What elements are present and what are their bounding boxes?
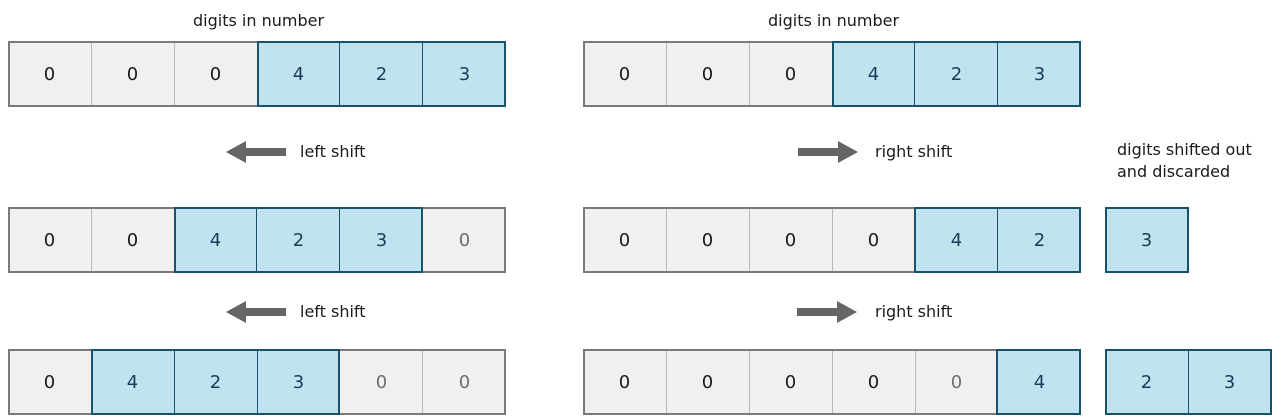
digit-cell-highlighted: 4 (915, 207, 998, 273)
cell-divider (749, 43, 750, 105)
digit-cell-highlighted: 2 (915, 41, 998, 107)
digit-cell: 0 (666, 207, 749, 273)
digit-cell-highlighted: 4 (174, 207, 257, 273)
digit-cell-highlighted: 2 (340, 41, 423, 107)
cell-divider (91, 43, 92, 105)
digit-cell: 0 (583, 349, 666, 415)
cell-divider (997, 43, 998, 105)
digit-cell: 0 (8, 207, 91, 273)
digit-cell-padding: 0 (340, 349, 423, 415)
cell-divider (666, 351, 667, 413)
digit-cell: 0 (749, 207, 832, 273)
cell-divider (256, 209, 257, 271)
left-arrow-icon (226, 301, 286, 323)
discard-note-line-1: digits shifted out (1117, 140, 1252, 159)
digit-cell-highlighted: 2 (257, 207, 340, 273)
digit-cell-highlighted: 2 (174, 349, 257, 415)
discard-note-line-2: and discarded (1117, 162, 1231, 181)
left-shift-label-1: left shift (300, 142, 366, 161)
digit-cell-highlighted: 3 (257, 349, 340, 415)
cell-divider (257, 351, 258, 413)
cell-divider (174, 351, 175, 413)
right-title: digits in number (768, 11, 900, 30)
digit-cell-highlighted: 4 (832, 41, 915, 107)
right-arrow-icon (797, 301, 857, 323)
right-row-1: 0 0 0 4 2 3 (583, 41, 1081, 107)
digit-cell: 0 (666, 349, 749, 415)
digit-cell: 0 (91, 207, 174, 273)
digit-cell: 0 (174, 41, 257, 107)
right-shift-label-1: right shift (875, 142, 953, 161)
digit-cell: 0 (8, 349, 91, 415)
discarded-digits-1: 3 (1105, 207, 1188, 273)
cell-divider (832, 209, 833, 271)
digit-cell: 0 (832, 207, 915, 273)
cell-divider (422, 351, 423, 413)
digit-cell-padding: 0 (915, 349, 998, 415)
digit-cell-highlighted: 3 (340, 207, 423, 273)
digit-cell-highlighted: 4 (91, 349, 174, 415)
cell-divider (91, 209, 92, 271)
digit-cell: 0 (583, 41, 666, 107)
discarded-digit-cell: 3 (1188, 349, 1271, 415)
cell-divider (422, 43, 423, 105)
cell-divider (1188, 351, 1189, 413)
discard-note: digits shifted out and discarded (1117, 139, 1252, 183)
digit-cell-highlighted: 3 (423, 41, 506, 107)
digit-cell: 0 (8, 41, 91, 107)
digit-cell: 0 (666, 41, 749, 107)
cell-divider (339, 209, 340, 271)
cell-divider (915, 351, 916, 413)
right-row-3: 0 0 0 0 0 4 (583, 349, 1081, 415)
digit-cell-padding: 0 (423, 207, 506, 273)
right-row-2: 0 0 0 0 4 2 (583, 207, 1081, 273)
cell-divider (339, 43, 340, 105)
cell-divider (174, 43, 175, 105)
cell-divider (832, 351, 833, 413)
left-arrow-icon (226, 141, 286, 163)
left-row-1: 0 0 0 4 2 3 (8, 41, 506, 107)
cell-divider (997, 209, 998, 271)
right-arrow-icon (798, 141, 858, 163)
left-title: digits in number (193, 11, 325, 30)
left-row-3: 0 4 2 3 0 0 (8, 349, 506, 415)
cell-divider (666, 43, 667, 105)
digit-cell: 0 (749, 41, 832, 107)
discarded-digit-cell: 2 (1105, 349, 1188, 415)
digit-cell: 0 (91, 41, 174, 107)
digit-cell-highlighted: 2 (998, 207, 1081, 273)
digit-cell-padding: 0 (423, 349, 506, 415)
cell-divider (914, 43, 915, 105)
digit-cell-highlighted: 4 (257, 41, 340, 107)
left-row-2: 0 0 4 2 3 0 (8, 207, 506, 273)
cell-divider (666, 209, 667, 271)
digit-cell: 0 (832, 349, 915, 415)
digit-cell-highlighted: 4 (998, 349, 1081, 415)
digit-cell: 0 (749, 349, 832, 415)
discarded-digit-cell: 3 (1105, 207, 1188, 273)
left-shift-label-2: left shift (300, 302, 366, 321)
digit-cell: 0 (583, 207, 666, 273)
digit-cell-highlighted: 3 (998, 41, 1081, 107)
cell-divider (749, 351, 750, 413)
cell-divider (749, 209, 750, 271)
discarded-digits-2: 2 3 (1105, 349, 1271, 415)
right-shift-label-2: right shift (875, 302, 953, 321)
